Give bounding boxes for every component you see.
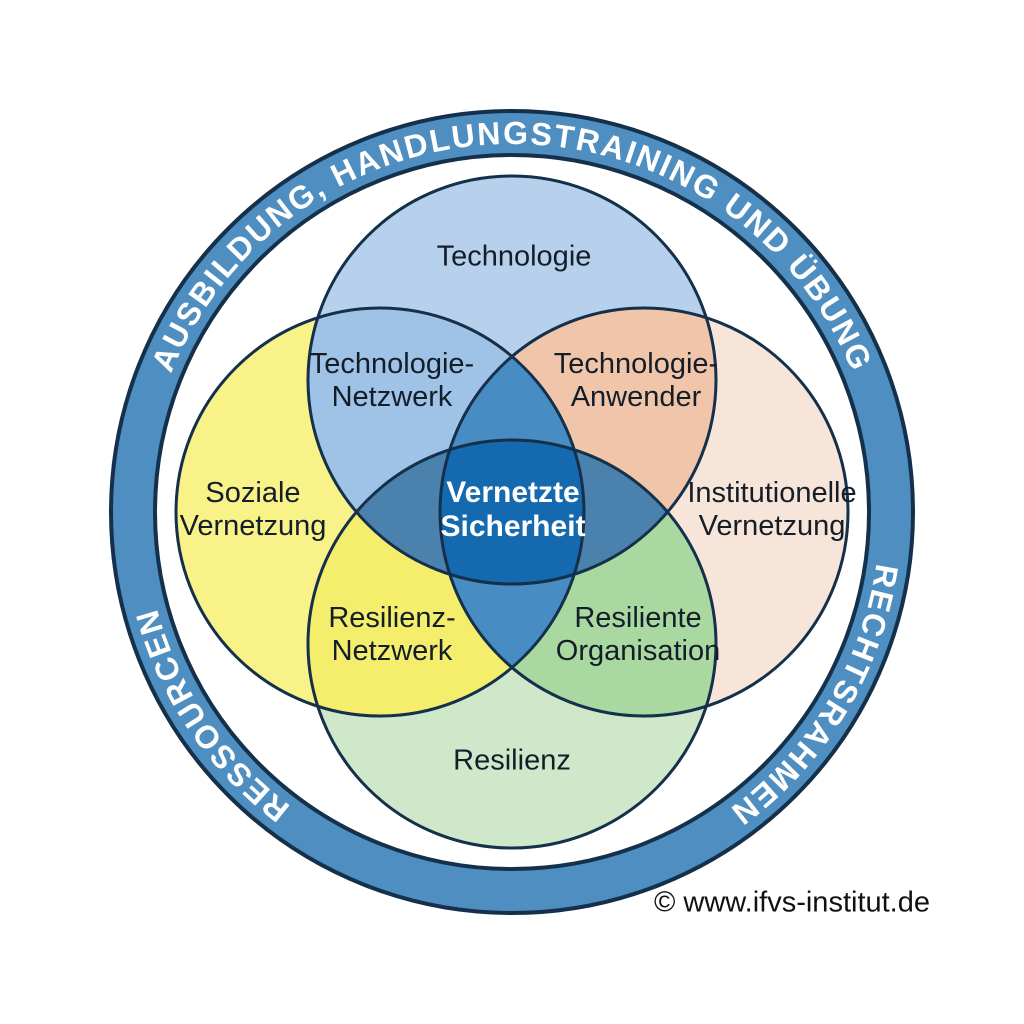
technologie-resilienz-lens-region bbox=[308, 440, 716, 584]
technologie-anwender-label: Technologie- Anwender bbox=[553, 347, 719, 413]
resilienz-circle-outline bbox=[306, 438, 718, 850]
technologie-circle-outline bbox=[306, 174, 718, 586]
technologie-label: Technologie bbox=[436, 240, 592, 273]
copyright-text: © www.ifvs-institut.de bbox=[654, 886, 930, 919]
soziale-vernetzung-label: Soziale Vernetzung bbox=[179, 476, 327, 542]
institutionelle-vernetzung-label: Institutionelle Vernetzung bbox=[687, 476, 857, 542]
vernetzte-sicherheit-label: Vernetzte Sicherheit bbox=[440, 475, 586, 543]
soziale-vernetzung-circle-outline bbox=[174, 306, 586, 718]
resilienz-label: Resilienz bbox=[453, 744, 571, 777]
institutionelle-vernetzung-circle-outline bbox=[438, 306, 850, 718]
vernetzung-lens-region bbox=[440, 308, 584, 716]
resiliente-organisation-label: Resiliente Organisation bbox=[555, 601, 721, 667]
resilienz-netzwerk-label: Resilienz- Netzwerk bbox=[328, 601, 456, 667]
technologie-netzwerk-label: Technologie- Netzwerk bbox=[309, 347, 475, 413]
